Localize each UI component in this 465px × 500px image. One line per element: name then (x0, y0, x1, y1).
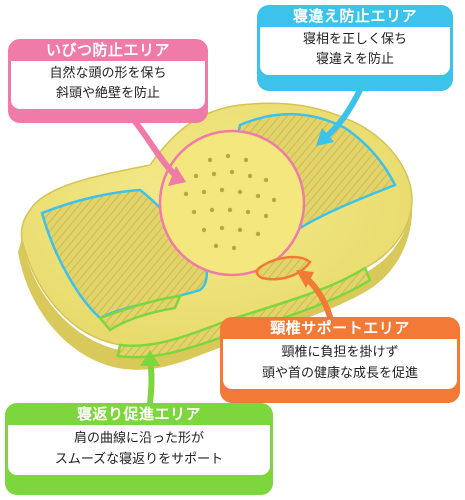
head-hollow (158, 129, 306, 277)
callout-body: 頸椎に負担を掛けず 頭や首の健康な成長を促進 (223, 339, 457, 389)
callout-title: 寝違え防止エリア (292, 7, 417, 25)
ventilation-holes (183, 153, 277, 251)
callout-body: 自然な頭の形を保ち 斜頭や絶壁を防止 (11, 61, 205, 109)
callout-title: 寝返り促進エリア (76, 405, 201, 423)
green-arrowhead (140, 350, 160, 366)
cyan-arrowhead (316, 128, 334, 146)
cyan-arrow (322, 87, 363, 141)
neck-support-zone (255, 255, 312, 281)
pink-arrowhead (168, 166, 186, 186)
rollover-edge-left (97, 294, 182, 332)
callout-body: 肩の曲線に沿った形が スムーズな寝返りをサポート (8, 425, 270, 475)
callout-rollover: 寝返り促進エリア 肩の曲線に沿った形が スムーズな寝返りをサポート (5, 403, 273, 495)
callout-sleep-posture: 寝違え防止エリア 寝相を正しく保ち 寝違えを防止 (257, 5, 453, 91)
orange-arrowhead (296, 270, 314, 288)
callout-neck-support: 頸椎サポートエリア 頸椎に負担を掛けず 頭や首の健康な成長を促進 (220, 317, 460, 403)
callout-line: 寝違えを防止 (315, 52, 394, 67)
callout-title: いびつ防止エリア (45, 41, 170, 59)
green-arrow (147, 359, 155, 406)
callout-title: 頸椎サポートエリア (270, 319, 410, 337)
callout-line: 斜頭や絶壁を防止 (55, 86, 160, 101)
rollover-edge-front (116, 266, 372, 359)
callout-body: 寝相を正しく保ち 寝違えを防止 (260, 27, 450, 75)
callout-line: スムーズな寝返りをサポート (54, 452, 224, 467)
callout-line: 肩の曲線に沿った形が (73, 431, 204, 446)
callout-line: 頸椎に負担を掛けず (281, 345, 399, 360)
callout-line: 自然な頭の形を保ち (49, 66, 167, 81)
callout-line: 寝相を正しく保ち (302, 32, 407, 47)
callout-deformation-prevention: いびつ防止エリア 自然な頭の形を保ち 斜頭や絶壁を防止 (8, 39, 208, 123)
callout-line: 頭や首の健康な成長を促進 (261, 366, 418, 381)
